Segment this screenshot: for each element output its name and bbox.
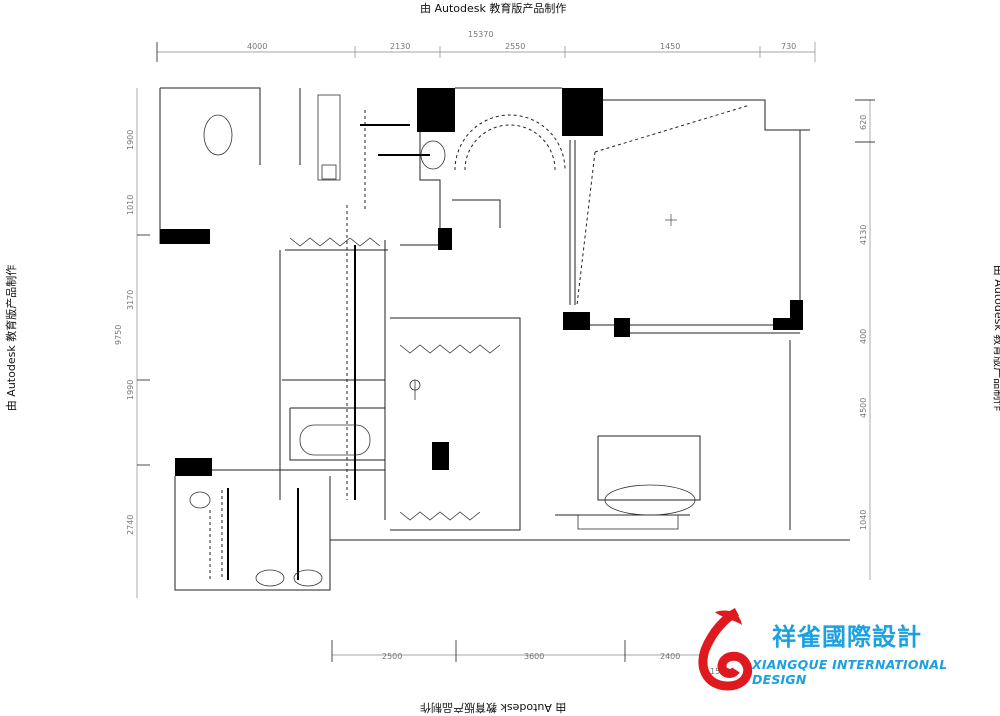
dim-left-2: 1010 — [126, 195, 135, 215]
logo-mark — [698, 607, 753, 691]
dim-left-3: 3170 — [126, 290, 135, 310]
watermark-top: 由 Autodesk 教育版产品制作 — [420, 2, 567, 15]
pipe-lines — [227, 124, 430, 580]
dim-top-2: 2130 — [390, 42, 410, 51]
dim-right-1: 620 — [859, 115, 868, 130]
room-mark — [665, 214, 677, 226]
furniture — [189, 94, 696, 587]
walls — [159, 87, 850, 591]
dim-bottom-2: 3600 — [524, 652, 544, 661]
dashed-lines — [209, 104, 790, 580]
dim-top-1: 4000 — [247, 42, 267, 51]
left-dims: 1900 1010 3170 1990 2740 9750 — [114, 130, 135, 535]
dim-right-3: 400 — [859, 329, 868, 344]
table-block — [434, 443, 448, 469]
dim-top-total: 15370 — [468, 30, 493, 39]
dimension-lines — [136, 42, 875, 662]
dim-top-4: 1450 — [660, 42, 680, 51]
dim-left-5: 2740 — [126, 515, 135, 535]
dim-top-5: 730 — [781, 42, 796, 51]
columns — [160, 88, 803, 476]
dim-top-3: 2550 — [505, 42, 525, 51]
dim-bottom-1: 2500 — [382, 652, 402, 661]
dim-right-2: 4130 — [859, 225, 868, 245]
logo-name-cn: 祥雀國際設計 — [772, 623, 922, 651]
dim-right-4: 4500 — [859, 398, 868, 418]
dim-left-total: 9750 — [114, 325, 123, 345]
dim-right-5: 1040 — [859, 510, 868, 530]
dim-left-1: 1900 — [126, 130, 135, 150]
logo-name-en: XIANGQUE INTERNATIONAL DESIGN — [752, 657, 948, 687]
dim-left-4: 1990 — [126, 380, 135, 400]
dim-bottom-3: 2400 — [660, 652, 680, 661]
right-dims: 620 4130 400 4500 1040 — [859, 115, 868, 530]
